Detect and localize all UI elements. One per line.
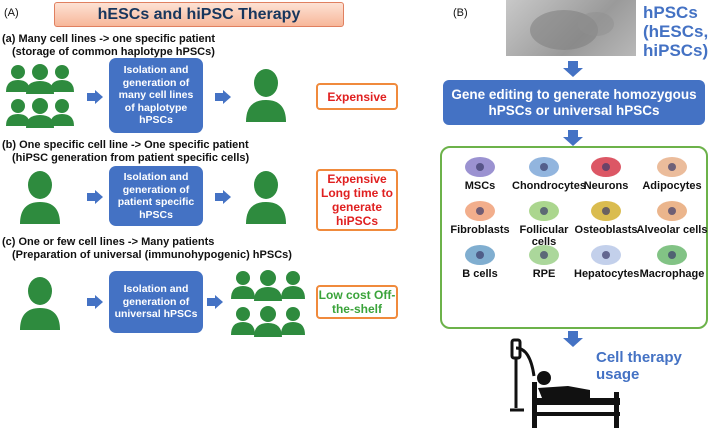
cell-type-osteoblasts: Osteoblasts (574, 198, 638, 236)
row-b-heading-line2: (hiPSC generation from patient specific … (12, 152, 250, 164)
cell-type-adipocytes: Adipocytes (636, 154, 708, 192)
down-arrow-1 (563, 61, 583, 82)
row-a-heading: (a) Many cell lines -> one specific pati… (2, 33, 215, 59)
hpsc-micrograph-image (506, 0, 636, 56)
row-c-heading: (c) One or few cell lines -> Many patien… (2, 236, 292, 262)
usage-line1: Cell therapy (596, 349, 682, 366)
row-b-patient-icon-right (244, 170, 288, 229)
hpsc-source-line1: hPSCs (643, 3, 698, 22)
cell-type-label: Hepatocytes (574, 268, 640, 280)
cell-icon-b-cells (465, 245, 495, 265)
cell-type-label: Chondrocytes (512, 180, 586, 192)
cell-type-mscs: MSCs (448, 154, 512, 192)
row-a-heading-line2: (storage of common haplotype hPSCs) (12, 46, 215, 58)
cell-type-neurons: Neurons (574, 154, 638, 192)
row-c-patient-group-icon (228, 268, 308, 340)
cell-icon-rpe (529, 245, 559, 265)
row-a-heading-line1: (a) Many cell lines -> one specific pati… (2, 33, 216, 45)
panel-a-title: hESCs and hiPSC Therapy (54, 2, 344, 27)
cell-type-rpe: RPE (512, 242, 576, 280)
cell-icon-chondrocytes (529, 157, 559, 177)
cell-icon-mscs (465, 157, 495, 177)
cell-type-hepatocytes: Hepatocytes (574, 242, 640, 280)
cell-icon-osteoblasts (591, 201, 621, 221)
row-b-arrow-1 (87, 190, 103, 209)
hpsc-source-line2: (hESCs, (643, 22, 709, 41)
hpsc-source-line3: hiPSCs) (643, 41, 709, 60)
cell-icon-alveolar-cells (657, 201, 687, 221)
cell-type-label: Follicular cells (519, 224, 569, 248)
cell-type-label: Osteoblasts (574, 224, 638, 236)
cell-icon-fibroblasts (465, 201, 495, 221)
row-a-arrow-1 (87, 90, 103, 109)
cell-type-label: Neurons (583, 180, 629, 192)
cell-type-macrophage: Macrophage (636, 242, 708, 280)
row-c-process-box: Isolation and generation of universal hP… (109, 271, 203, 333)
cell-type-chondrocytes: Chondrocytes (512, 154, 586, 192)
patient-bed-icon (508, 336, 624, 430)
cell-icon-macrophage (657, 245, 687, 265)
cell-type-label: B cells (462, 268, 498, 280)
cell-type-b-cells: B cells (448, 242, 512, 280)
down-arrow-3 (563, 331, 583, 352)
row-a-patient-group-icon (4, 62, 76, 132)
down-arrow-2 (563, 130, 583, 151)
gene-editing-box: Gene editing to generate homozygous hPSC… (443, 80, 705, 125)
panel-b-label: (B) (453, 7, 468, 19)
row-c-result-box: Low cost Off-the-shelf (316, 285, 398, 319)
cell-icon-neurons (591, 157, 621, 177)
row-a-result-box: Expensive (316, 83, 398, 110)
cell-type-label: RPE (532, 268, 556, 280)
cell-icon-follicular-cells (529, 201, 559, 221)
row-b-arrow-2 (215, 190, 231, 209)
row-a-patient-icon (244, 68, 288, 127)
row-a-arrow-2 (215, 90, 231, 109)
row-c-heading-line1: (c) One or few cell lines -> Many patien… (2, 236, 215, 248)
row-c-heading-line2: (Preparation of universal (immunohypogen… (12, 249, 292, 261)
cell-type-label: Fibroblasts (450, 224, 510, 236)
row-a-process-box: Isolation and generation of many cell li… (109, 58, 203, 133)
row-c-arrow-1 (87, 295, 103, 314)
cell-type-label: Alveolar cells (636, 224, 708, 236)
row-c-arrow-2 (207, 295, 223, 314)
cell-type-label: Adipocytes (642, 180, 702, 192)
row-c-patient-icon (18, 276, 62, 335)
cell-type-fibroblasts: Fibroblasts (448, 198, 512, 236)
row-b-heading-line1: (b) One specific cell line -> One specif… (2, 139, 249, 151)
cell-icon-adipocytes (657, 157, 687, 177)
row-b-heading: (b) One specific cell line -> One specif… (2, 139, 249, 165)
panel-a-label: (A) (4, 7, 19, 19)
cell-icon-hepatocytes (591, 245, 621, 265)
cell-type-alveolar-cells: Alveolar cells (636, 198, 708, 236)
usage-line2: usage (596, 366, 640, 383)
row-b-result-box: Expensive Long time to generate hiPSCs (316, 169, 398, 231)
cell-type-label: Macrophage (639, 268, 705, 280)
row-b-process-box: Isolation and generation of patient spec… (109, 166, 203, 226)
cell-type-label: MSCs (464, 180, 496, 192)
cell-type-follicular-cells: Follicular cells (512, 198, 576, 248)
hpsc-source-label: hPSCs (hESCs, hiPSCs) (643, 3, 708, 60)
row-b-patient-icon-left (18, 170, 62, 229)
cell-therapy-usage-label: Cell therapy usage (596, 349, 682, 383)
